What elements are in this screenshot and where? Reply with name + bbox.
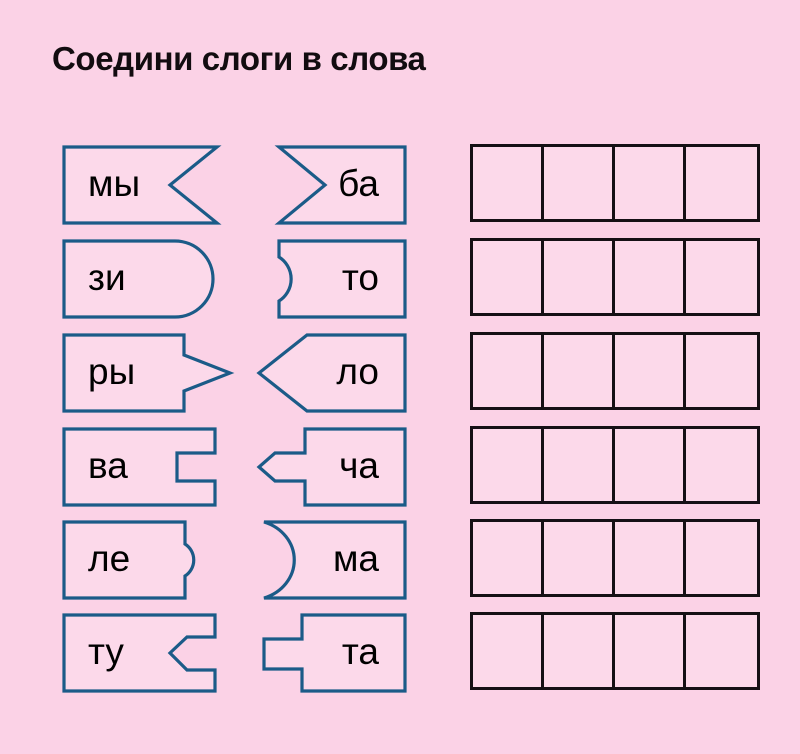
syllable-card-left[interactable]: зи [62,239,217,319]
card-shape-v-notch-in [62,145,222,225]
answer-cell[interactable] [544,522,615,594]
card-shape-round-notch-in [277,239,407,319]
syllable-card-right[interactable]: ма [262,520,407,600]
syllable-card-left[interactable]: ры [62,333,237,413]
card-shape-round-bulge-out [62,239,215,319]
card-shape-arrow-point-out-left [256,333,407,413]
answer-cell[interactable] [544,335,615,407]
card-shape-arrow-point-out [62,333,235,413]
answer-cell[interactable] [686,615,757,687]
answer-cell[interactable] [544,241,615,313]
card-shape-rect-notch-in [62,427,217,507]
answer-grid-row[interactable] [470,144,760,222]
syllable-card-left[interactable]: ле [62,520,222,600]
answer-cell[interactable] [473,335,544,407]
syllable-card-right[interactable]: то [277,239,407,319]
answer-cell[interactable] [615,147,686,219]
answer-cell[interactable] [473,147,544,219]
answer-cell[interactable] [473,615,544,687]
syllable-card-left[interactable]: ту [62,613,217,693]
syllable-card-right[interactable]: та [262,613,407,693]
answer-cell[interactable] [615,522,686,594]
answer-grid-row[interactable] [470,238,760,316]
syllable-card-left[interactable]: мы [62,145,222,225]
syllable-card-right[interactable]: ло [256,333,407,413]
answer-grid-row[interactable] [470,612,760,690]
answer-cell[interactable] [473,522,544,594]
answer-cell[interactable] [544,147,615,219]
answer-cell[interactable] [615,615,686,687]
answer-cell[interactable] [615,335,686,407]
answer-cell[interactable] [544,615,615,687]
syllable-row: ту та [0,613,800,708]
answer-cell[interactable] [544,429,615,501]
answer-grid-row[interactable] [470,332,760,410]
card-shape-arrow-tab-out-left [256,427,407,507]
card-shape-puzzle-tab-out [62,520,196,600]
page-title: Соедини слоги в слова [52,40,426,77]
answer-cell[interactable] [615,241,686,313]
card-shape-arrow-notch-in [62,613,217,693]
answer-cell[interactable] [473,429,544,501]
answer-cell[interactable] [686,335,757,407]
card-shape-rect-tab-out-left [262,613,407,693]
answer-cell[interactable] [615,429,686,501]
answer-cell[interactable] [686,522,757,594]
syllable-card-right[interactable]: ча [256,427,407,507]
answer-grid-row[interactable] [470,519,760,597]
syllable-card-left[interactable]: ва [62,427,217,507]
answer-grid-row[interactable] [470,426,760,504]
card-shape-v-point-in [274,145,407,225]
answer-cell[interactable] [686,147,757,219]
answer-cell[interactable] [473,241,544,313]
syllable-card-right[interactable]: ба [274,145,407,225]
card-shape-big-arc-notch-in [263,520,407,600]
answer-cell[interactable] [686,241,757,313]
answer-cell[interactable] [686,429,757,501]
